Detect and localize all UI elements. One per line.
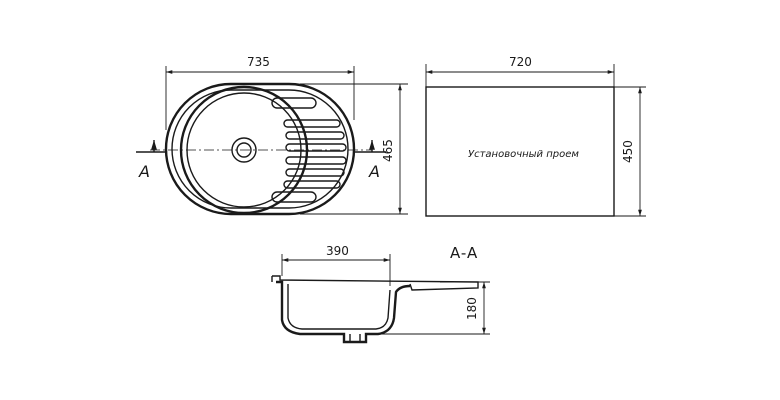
- dimension-top-height: [300, 83, 408, 215]
- dimension-top-height-value: 465: [381, 139, 395, 162]
- section-marker-left: A: [138, 162, 150, 181]
- installation-cutout: [425, 64, 646, 217]
- dimension-top-width: [165, 66, 355, 130]
- dimension-top-width-value: 735: [247, 55, 270, 69]
- sink-top-view: [136, 82, 386, 216]
- cutout-label: Установочный проем: [468, 149, 579, 160]
- section-title: A-A: [450, 244, 478, 262]
- section-marker-right: A: [368, 162, 380, 181]
- dimension-section-depth-value: 180: [465, 297, 479, 320]
- dimension-section-width-value: 390: [326, 244, 349, 258]
- section-view: [271, 254, 490, 344]
- dimension-cutout-height-value: 450: [621, 140, 635, 163]
- dimension-cutout-width-value: 720: [509, 55, 532, 69]
